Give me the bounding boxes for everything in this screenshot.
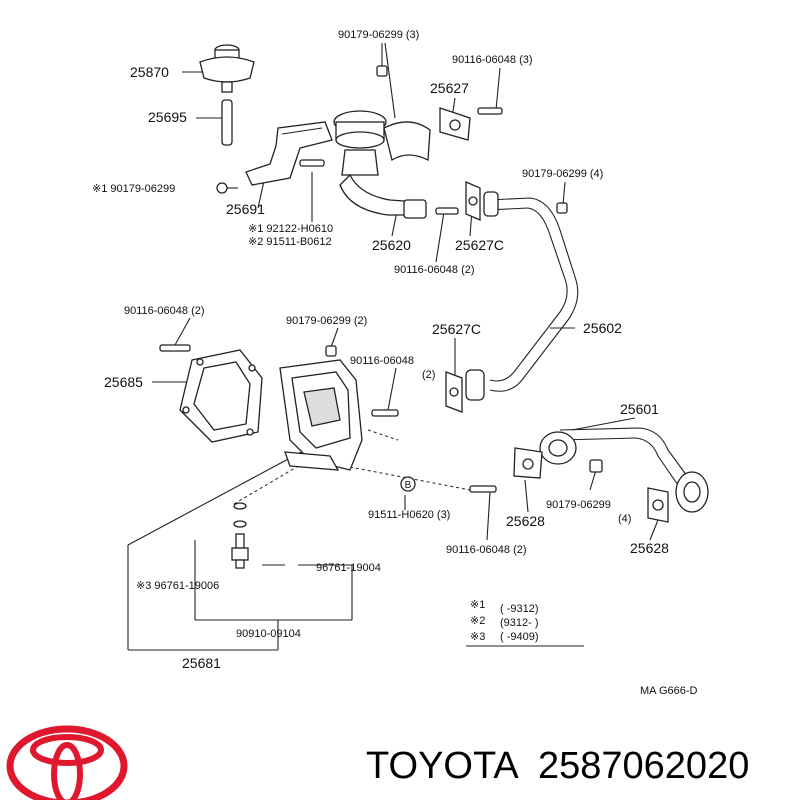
gasket-25628-b	[647, 487, 669, 523]
note-range-1: ( -9312)	[500, 603, 539, 615]
label-90179-3: 90179-06299 (3)	[338, 29, 419, 41]
bracket-25691	[245, 121, 333, 186]
label-92122: ※1 92122-H0610	[248, 223, 333, 235]
brand-name: TOYOTA	[366, 745, 519, 787]
stud-90116-2b	[159, 344, 191, 352]
stud-90116-2c	[469, 485, 497, 493]
gasket-25628-a	[513, 447, 543, 479]
egr-valve-25620	[333, 65, 431, 219]
label-90179-4: 90179-06299 (4)	[522, 168, 603, 180]
label-25685: 25685	[104, 374, 143, 390]
gasket-25627c-a	[465, 181, 481, 221]
leader-lines	[127, 42, 659, 651]
vacuum-hose	[221, 99, 233, 146]
applicability-notes: ※1 ( -9312) ※2 (9312- ) ※3 ( -9409)	[466, 599, 584, 647]
egr-pipe-25601	[539, 427, 709, 513]
note-mark-2: ※2	[470, 615, 485, 627]
label-96761-19006: ※3 96761-19006	[136, 580, 219, 592]
stud-90116-3	[477, 107, 503, 115]
gasket-25627	[439, 107, 471, 141]
note-range-2: (9312- )	[500, 617, 539, 629]
label-90179-2: 90179-06299 (2)	[286, 315, 367, 327]
label-25601: 25601	[620, 401, 659, 417]
nut-90179-4b	[589, 459, 603, 473]
label-25870: 25870	[130, 64, 169, 80]
label-25602: 25602	[583, 320, 622, 336]
bolt-91511-h0620: B	[400, 476, 416, 492]
toyota-logo	[6, 725, 128, 800]
note-mark-1: ※1	[470, 599, 485, 611]
bolt-badge: B	[405, 480, 412, 491]
label-90116-2a: 90116-06048 (2)	[394, 264, 475, 276]
nut-90179-4	[556, 202, 568, 214]
label-25627c-a: 25627C	[455, 237, 504, 253]
label-25627: 25627	[430, 80, 469, 96]
note-range-3: ( -9409)	[500, 631, 539, 643]
label-91511-b0612: ※2 91511-B0612	[248, 236, 332, 248]
label-91511-h0620: 91511-H0620 (3)	[368, 509, 450, 521]
label-90116-c-qty: (2)	[422, 369, 435, 381]
label-90116-2c: 90116-06048 (2)	[446, 544, 527, 556]
nut-90179-a	[216, 182, 228, 194]
label-90910: 90910-09104	[236, 628, 301, 640]
egr-vacuum-modulator	[199, 44, 255, 93]
gasket-25627c-b	[445, 371, 463, 413]
label-90179-note1: ※1 90179-06299	[92, 183, 175, 195]
diagram-code: MA G666-D	[640, 685, 698, 697]
label-90179-4b: 90179-06299	[546, 499, 611, 511]
label-25681: 25681	[182, 655, 221, 671]
stud-90116-2a	[435, 207, 459, 215]
gasket-25685	[179, 349, 263, 443]
part-number: 2587062020	[538, 745, 749, 787]
egr-pipe-25602	[465, 191, 579, 401]
label-25627c-b: 25627C	[432, 321, 481, 337]
label-25628-b: 25628	[630, 540, 669, 556]
label-25695: 25695	[148, 109, 187, 125]
label-90116-3: 90116-06048 (3)	[452, 54, 533, 66]
egr-cooler-assembly	[279, 345, 399, 471]
label-96761-19004: 96761-19004	[316, 562, 381, 574]
label-90116-c: 90116-06048	[350, 355, 414, 367]
label-25691: 25691	[226, 201, 265, 217]
label-25628-a: 25628	[506, 513, 545, 529]
note-mark-3: ※3	[470, 631, 485, 643]
part-labels: 25870 25695 ※1 90179-06299 25691 ※1 9212…	[92, 29, 669, 671]
label-90179-4b-qty: (4)	[618, 513, 631, 525]
label-25620: 25620	[372, 237, 411, 253]
label-90116-2b: 90116-06048 (2)	[124, 305, 205, 317]
temperature-sensor	[231, 502, 249, 569]
